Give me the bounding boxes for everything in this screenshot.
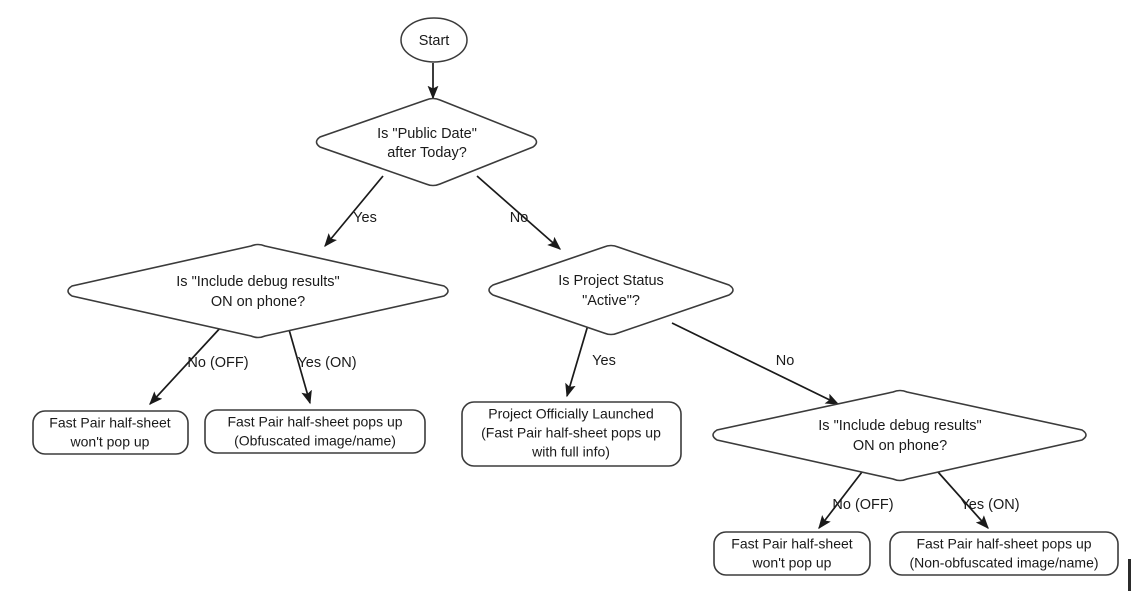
edge-labels-layer: Yes No No (OFF) Yes (ON) Yes No No (OFF)…	[187, 210, 1019, 513]
edge-label-public-date-no: No	[510, 210, 529, 226]
public-date-line2: after Today?	[387, 145, 467, 161]
result-launched-box	[461, 401, 682, 467]
result-right-off-line2: won't pop up	[752, 555, 832, 571]
node-start[interactable]: Start	[400, 17, 468, 63]
node-public-date-decision[interactable]: Is "Public Date" after Today?	[315, 97, 538, 187]
node-result-right-off[interactable]: Fast Pair half-sheet won't pop up	[713, 531, 871, 576]
project-status-diamond	[488, 244, 734, 336]
edge-label-project-status-no: No	[776, 353, 795, 369]
debug-right-line1: Is "Include debug results"	[818, 418, 981, 434]
debug-left-diamond	[67, 243, 449, 339]
result-left-off-line2: won't pop up	[70, 434, 150, 450]
page-edge-artifact	[1128, 559, 1131, 591]
edge-label-debug-right-no: No (OFF)	[832, 497, 893, 513]
node-debug-right-decision[interactable]: Is "Include debug results" ON on phone?	[712, 389, 1087, 482]
debug-left-line2: ON on phone?	[211, 294, 305, 310]
start-ellipse	[400, 17, 468, 63]
edge-debug-left-yes	[287, 325, 312, 405]
edge-label-debug-right-yes: Yes (ON)	[960, 497, 1019, 513]
result-right-on-line2: (Non-obfuscated image/name)	[909, 555, 1098, 571]
edge-label-public-date-yes: Yes	[353, 210, 377, 226]
project-status-line1: Is Project Status	[558, 273, 664, 289]
result-right-on-box	[889, 531, 1119, 576]
edge-project-status-yes	[565, 324, 589, 398]
edge-debug-right-no	[818, 471, 863, 530]
node-result-right-on[interactable]: Fast Pair half-sheet pops up (Non-obfusc…	[889, 531, 1119, 576]
result-left-on-line2: (Obfuscated image/name)	[234, 433, 396, 449]
node-debug-left-decision[interactable]: Is "Include debug results" ON on phone?	[67, 243, 449, 339]
result-launched-line2: (Fast Pair half-sheet pops up	[481, 425, 661, 441]
result-launched-line3: with full info)	[531, 444, 610, 460]
edge-public-date-no	[476, 175, 562, 250]
project-status-line2: "Active"?	[582, 293, 640, 309]
node-result-left-on[interactable]: Fast Pair half-sheet pops up (Obfuscated…	[204, 409, 426, 454]
edge-debug-right-yes	[937, 471, 989, 530]
node-project-status-decision[interactable]: Is Project Status "Active"?	[488, 244, 734, 336]
edge-label-debug-left-no: No (OFF)	[187, 355, 248, 371]
debug-right-diamond	[712, 389, 1087, 482]
edge-project-status-no	[671, 322, 840, 405]
public-date-line1: Is "Public Date"	[377, 126, 477, 142]
result-left-off-line1: Fast Pair half-sheet	[49, 415, 170, 431]
result-launched-line1: Project Officially Launched	[488, 406, 654, 422]
edge-label-debug-left-yes: Yes (ON)	[297, 355, 356, 371]
result-right-off-box	[713, 531, 871, 576]
node-result-left-off[interactable]: Fast Pair half-sheet won't pop up	[32, 410, 189, 455]
edge-debug-left-no	[149, 325, 223, 405]
edge-public-date-yes	[324, 175, 384, 248]
edge-label-project-status-yes: Yes	[592, 353, 616, 369]
public-date-diamond	[315, 97, 538, 187]
result-left-off-box	[32, 410, 189, 455]
debug-left-line1: Is "Include debug results"	[176, 274, 339, 290]
node-result-launched[interactable]: Project Officially Launched (Fast Pair h…	[461, 401, 682, 467]
debug-right-line2: ON on phone?	[853, 438, 947, 454]
edges-layer	[149, 63, 989, 530]
result-right-off-line1: Fast Pair half-sheet	[731, 536, 852, 552]
result-right-on-line1: Fast Pair half-sheet pops up	[916, 536, 1091, 552]
result-left-on-box	[204, 409, 426, 454]
result-left-on-line1: Fast Pair half-sheet pops up	[227, 414, 402, 430]
start-label: Start	[419, 33, 450, 49]
